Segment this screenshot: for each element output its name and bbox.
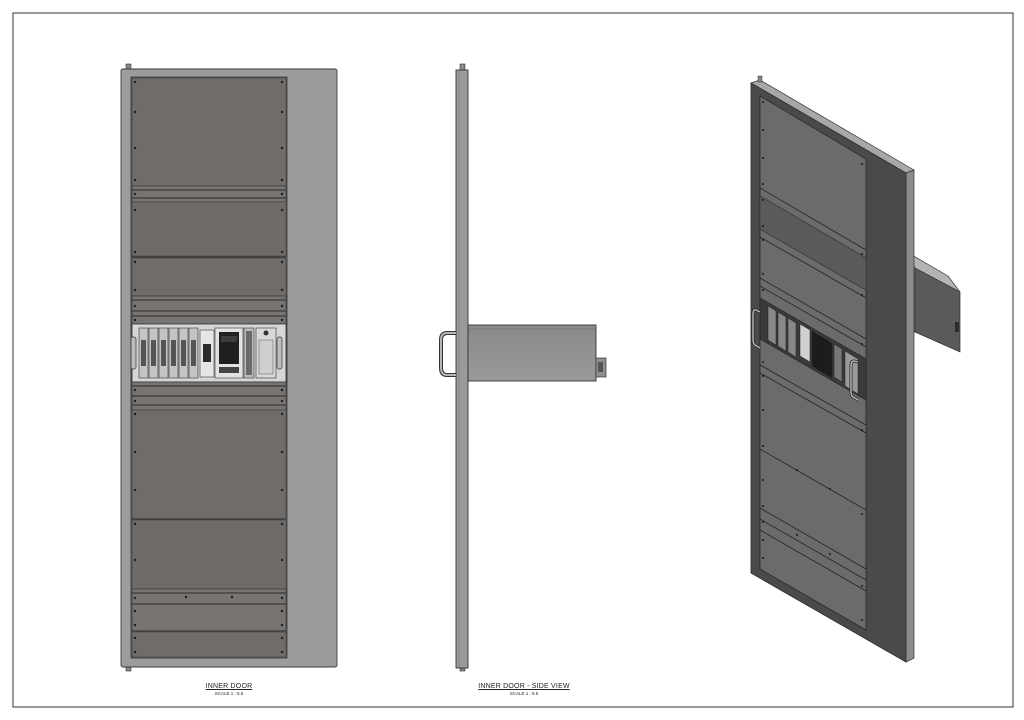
iso-equipment — [759, 297, 867, 401]
front-view-caption: INNER DOOR SCALE 1 : 5.5 — [179, 683, 279, 696]
front-panel-5 — [131, 519, 287, 590]
front-panel-3 — [131, 257, 287, 297]
front-rail-1 — [131, 185, 287, 203]
side-view — [439, 63, 607, 672]
side-door-edge — [455, 69, 469, 669]
side-equipment-body — [467, 324, 597, 382]
side-view-caption: INNER DOOR - SIDE VIEW SCALE 1 : 5.5 — [464, 683, 584, 696]
side-view-title: INNER DOOR - SIDE VIEW — [478, 683, 570, 690]
front-screws — [133, 80, 284, 654]
front-panel-6 — [131, 631, 287, 658]
iso-view — [750, 75, 961, 663]
iso-screws — [762, 101, 863, 621]
front-panel-4 — [131, 409, 287, 520]
front-panel-1 — [131, 77, 287, 187]
front-view — [120, 63, 338, 672]
iso-door-edge — [905, 169, 915, 663]
iso-top-pin — [757, 75, 763, 83]
front-view-title: INNER DOOR — [205, 683, 253, 690]
iso-box-right — [914, 267, 961, 353]
sheet-border — [12, 12, 1014, 708]
front-panel-2 — [131, 201, 287, 257]
front-rail-2 — [131, 295, 287, 325]
front-view-scale: SCALE 1 : 5.5 — [214, 691, 244, 696]
side-view-scale: SCALE 1 : 5.5 — [509, 691, 539, 696]
front-rail-4 — [131, 588, 287, 632]
front-equipment-chassis — [130, 323, 287, 383]
side-handle — [439, 331, 456, 377]
